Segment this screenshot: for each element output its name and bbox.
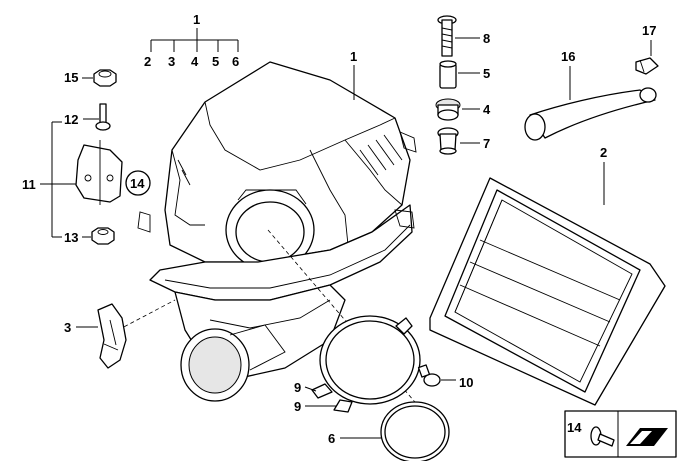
bolt-part-12[interactable] <box>95 103 111 131</box>
callout-14-box: 14 <box>567 420 582 435</box>
hose-clamp-part-17[interactable] <box>635 57 659 75</box>
callout-13[interactable]: 13 <box>64 230 78 245</box>
callout-4[interactable]: 4 <box>483 102 491 117</box>
gasket-ring-part-9[interactable] <box>311 315 421 413</box>
arrow-symbol-icon <box>626 428 668 446</box>
callout-5-top[interactable]: 5 <box>212 54 219 69</box>
push-rivet-icon <box>590 426 615 447</box>
circled-callout-14[interactable]: 14 <box>125 170 151 196</box>
callout-15[interactable]: 15 <box>64 70 78 85</box>
callout-1-housing[interactable]: 1 <box>350 49 357 64</box>
callout-3-top[interactable]: 3 <box>168 54 175 69</box>
callout-9-a[interactable]: 9 <box>294 380 301 395</box>
bracket-part-11[interactable] <box>75 140 123 205</box>
filter-element-part-2[interactable] <box>429 177 666 406</box>
intake-hose-part-16[interactable] <box>524 87 657 141</box>
callout-16[interactable]: 16 <box>561 49 575 64</box>
seal-ring-part-6[interactable] <box>380 401 450 461</box>
nut-part-15[interactable] <box>93 69 117 87</box>
callout-14-circle: 14 <box>130 176 145 191</box>
callout-4-top[interactable]: 4 <box>191 54 199 69</box>
callout-8[interactable]: 8 <box>483 31 490 46</box>
screw-part-8[interactable] <box>437 15 457 57</box>
callout-9-b[interactable]: 9 <box>294 399 301 414</box>
callout-2-filter[interactable]: 2 <box>600 145 607 160</box>
nut-part-13[interactable] <box>91 227 115 245</box>
callout-6-seal[interactable]: 6 <box>328 431 335 446</box>
callout-11[interactable]: 11 <box>22 177 36 192</box>
screw-part-10[interactable] <box>417 364 441 387</box>
callout-10[interactable]: 10 <box>459 375 473 390</box>
callout-2-top[interactable]: 2 <box>144 54 151 69</box>
callout-12[interactable]: 12 <box>64 112 78 127</box>
clip-part-3[interactable] <box>97 303 127 369</box>
boxed-item-14[interactable]: 14 <box>564 410 677 458</box>
rubber-mount-part-7[interactable] <box>437 127 459 155</box>
callout-17[interactable]: 17 <box>642 23 656 38</box>
sleeve-part-5[interactable] <box>439 60 457 89</box>
callout-3-clip[interactable]: 3 <box>64 320 71 335</box>
grommet-part-4[interactable] <box>435 98 461 121</box>
callout-5[interactable]: 5 <box>483 66 490 81</box>
air-filter-housing[interactable] <box>117 61 421 409</box>
callout-6-top[interactable]: 6 <box>232 54 239 69</box>
callout-1-top[interactable]: 1 <box>193 12 200 27</box>
group-callout-1: 1 2 3 4 5 6 <box>144 12 239 69</box>
callout-7[interactable]: 7 <box>483 136 490 151</box>
